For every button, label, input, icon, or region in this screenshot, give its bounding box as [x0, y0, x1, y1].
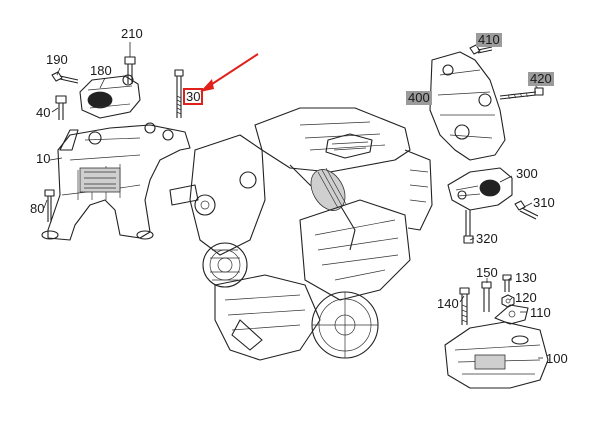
- callout-190[interactable]: 190: [46, 52, 68, 67]
- callout-30-selected[interactable]: 30: [183, 88, 204, 105]
- bolt-part-30[interactable]: [174, 69, 184, 118]
- nut-part-120[interactable]: [501, 294, 515, 308]
- bolt-part-40[interactable]: [55, 95, 67, 120]
- bolt-part-410[interactable]: [469, 44, 493, 55]
- bolt-part-420[interactable]: [499, 87, 544, 100]
- bolt-part-130[interactable]: [502, 274, 512, 292]
- callout-410-highlighted[interactable]: 410: [476, 32, 502, 47]
- red-pointer-arrow: [200, 53, 259, 92]
- engine-block[interactable]: [169, 107, 433, 361]
- bolt-part-140[interactable]: [459, 287, 470, 325]
- leader-lines: [43, 39, 543, 359]
- callout-130[interactable]: 130: [515, 270, 537, 285]
- callout-400-highlighted[interactable]: 400: [406, 90, 432, 105]
- callout-10[interactable]: 10: [36, 151, 51, 166]
- callout-150[interactable]: 150: [476, 265, 498, 280]
- callout-80[interactable]: 80: [30, 201, 45, 216]
- callout-110[interactable]: 110: [530, 305, 551, 320]
- bracket-part-110[interactable]: [494, 304, 529, 325]
- callout-100[interactable]: 100: [546, 351, 568, 366]
- callout-300[interactable]: 300: [516, 166, 538, 181]
- callout-120[interactable]: 120: [515, 290, 537, 305]
- bolt-part-80[interactable]: [44, 189, 55, 222]
- bracket-part-400[interactable]: [429, 51, 506, 161]
- callout-310[interactable]: 310: [533, 195, 555, 210]
- callout-320[interactable]: 320: [476, 231, 498, 246]
- callout-420-highlighted[interactable]: 420: [528, 71, 554, 86]
- bolt-part-320[interactable]: [463, 210, 474, 244]
- callout-140[interactable]: 140: [437, 296, 459, 311]
- mount-part-300[interactable]: [447, 167, 513, 211]
- mount-part-180[interactable]: [79, 74, 141, 119]
- callout-180[interactable]: 180: [90, 63, 112, 78]
- mount-part-100[interactable]: [444, 321, 549, 389]
- bolt-part-190[interactable]: [51, 71, 79, 84]
- callout-40[interactable]: 40: [36, 105, 51, 120]
- bolt-part-150[interactable]: [481, 281, 492, 312]
- bolt-part-310[interactable]: [514, 200, 539, 220]
- engine-mount-part-10[interactable]: [41, 122, 191, 241]
- callout-210[interactable]: 210: [121, 26, 143, 41]
